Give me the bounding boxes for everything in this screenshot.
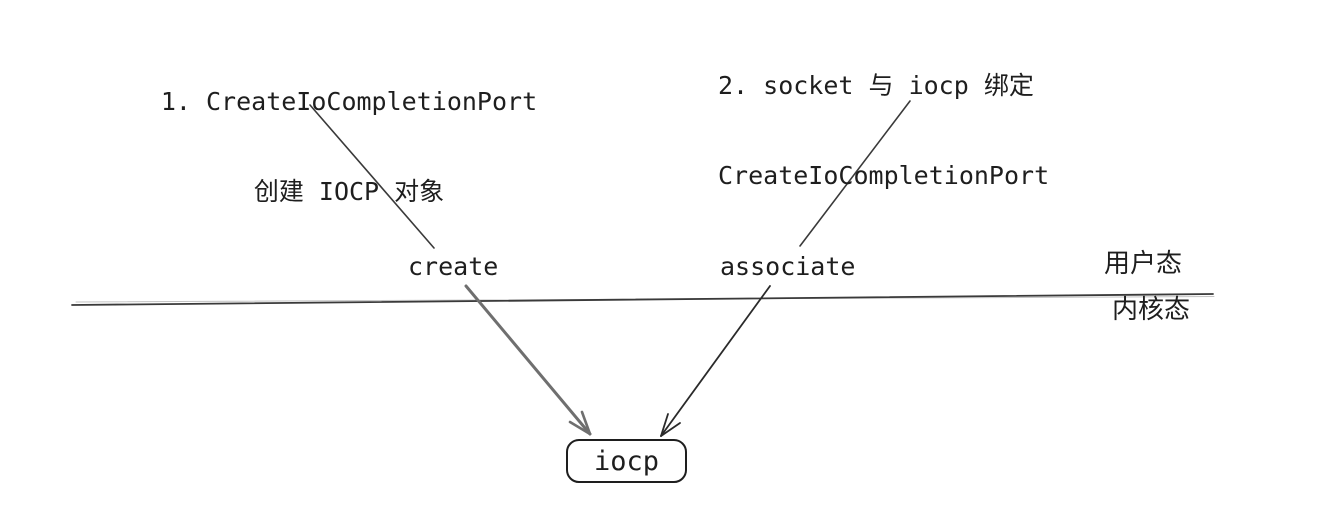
kernel-mode-label: 内核态 [1112,295,1191,325]
associate-arrow [660,285,771,437]
iocp-node-label: iocp [593,445,660,477]
annotation-associate-line1: 2. socket 与 iocp 绑定 [718,71,1034,100]
leader-line-associate-annotation [799,100,911,247]
associate-edge-label: associate [720,252,856,281]
iocp-node: iocp [566,439,687,483]
annotation-create-line1: 1. CreateIoCompletionPort [160,87,538,116]
user-kernel-divider-line-sketch [75,296,1215,303]
annotation-associate-line2: CreateIoCompletionPort [718,161,1050,190]
annotation-create-iocp: 1. CreateIoCompletionPort 创建 IOCP 对象 [158,27,540,267]
annotation-associate-socket: 2. socket 与 iocp 绑定 CreateIoCompletionPo… [718,11,1049,251]
user-kernel-divider-line [71,293,1214,306]
user-mode-label: 用户态 [1104,249,1183,279]
leader-line-create-annotation [309,104,435,249]
annotation-create-line2: 创建 IOCP 对象 [253,177,445,206]
create-edge-label: create [408,252,499,281]
create-arrow [464,284,592,436]
